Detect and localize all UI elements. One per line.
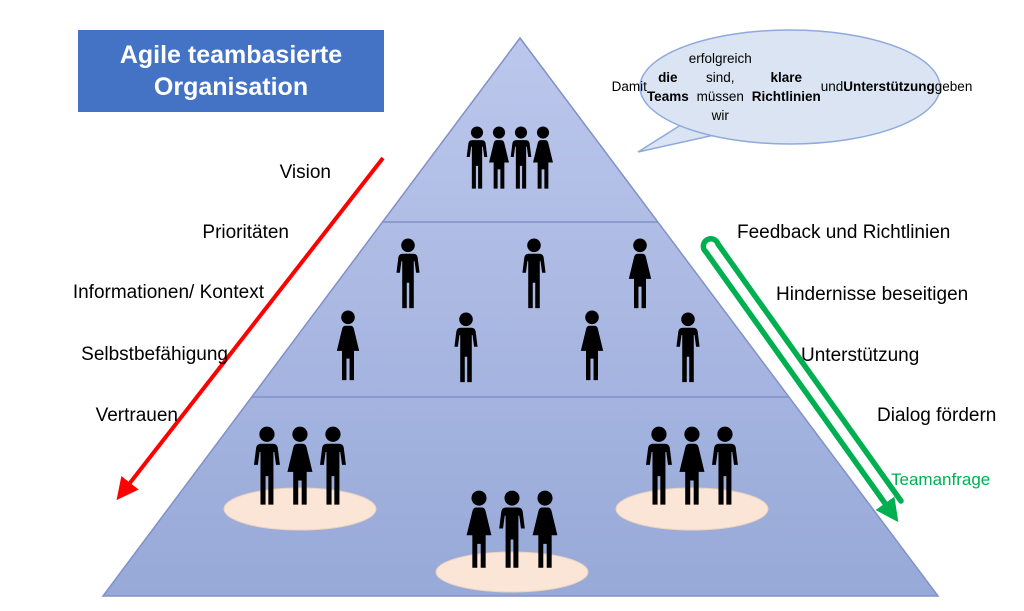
label-unterstuetzung: Unterstützung [801,345,920,366]
speech-bubble [639,29,941,145]
label-informationen-kontext: Informationen/ Kontext [72,282,264,303]
title-box: Agile teambasierte Organisation [78,30,384,112]
top-down-arrow-icon [116,156,385,501]
label-dialog-foerdern: Dialog fördern [877,405,997,426]
team-oval-center [435,551,589,593]
label-teamanfrage: Teamanfrage [891,470,991,489]
label-vertrauen: Vertrauen [95,405,178,426]
speech-bubble-text: Damit die Teams erfolgreich sind, müssen… [611,50,973,124]
feedback-loop-arrow-icon [700,236,904,523]
label-selbstbefaehigung: Selbstbefähigung [81,344,228,365]
diagram-title: Agile teambasierte Organisation [119,40,343,102]
label-vision: Vision [279,162,331,183]
label-hindernisse-beseitigen: Hindernisse beseitigen [776,284,969,305]
team-oval-left [223,487,377,531]
team-oval-right [615,487,769,531]
label-prioritaeten: Prioritäten [202,222,289,243]
label-feedback-und-richtlinien: Feedback und Richtlinien [737,222,951,243]
